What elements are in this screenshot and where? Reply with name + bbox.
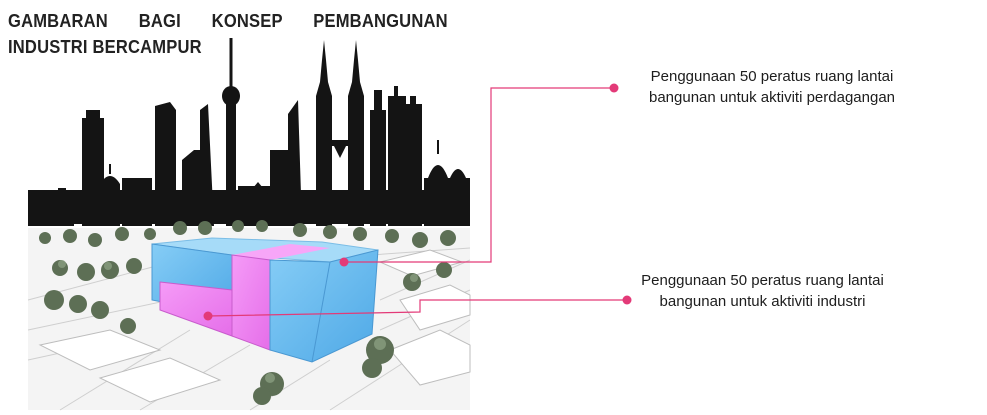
- city-skyline: [28, 38, 470, 226]
- mixed-use-building: [151, 237, 379, 363]
- marker-commercial-label: [609, 83, 619, 93]
- callout-commercial: Penggunaan 50 peratus ruang lantai bangu…: [648, 68, 896, 106]
- callout-industrial: Penggunaan 50 peratus ruang lantai bangu…: [641, 272, 884, 310]
- leader-lines: [207, 87, 627, 317]
- marker-industrial-building: [203, 311, 213, 321]
- marker-commercial-building: [339, 257, 349, 267]
- marker-industrial-label: [622, 295, 632, 305]
- trees: [39, 220, 456, 405]
- diagram-title: GAMBARAN BAGI KONSEP PEMBANGUNAN INDUSTR…: [8, 11, 448, 57]
- leader-markers: [203, 83, 632, 321]
- leader-line-industrial: [207, 299, 627, 317]
- leader-line-commercial: [344, 87, 614, 263]
